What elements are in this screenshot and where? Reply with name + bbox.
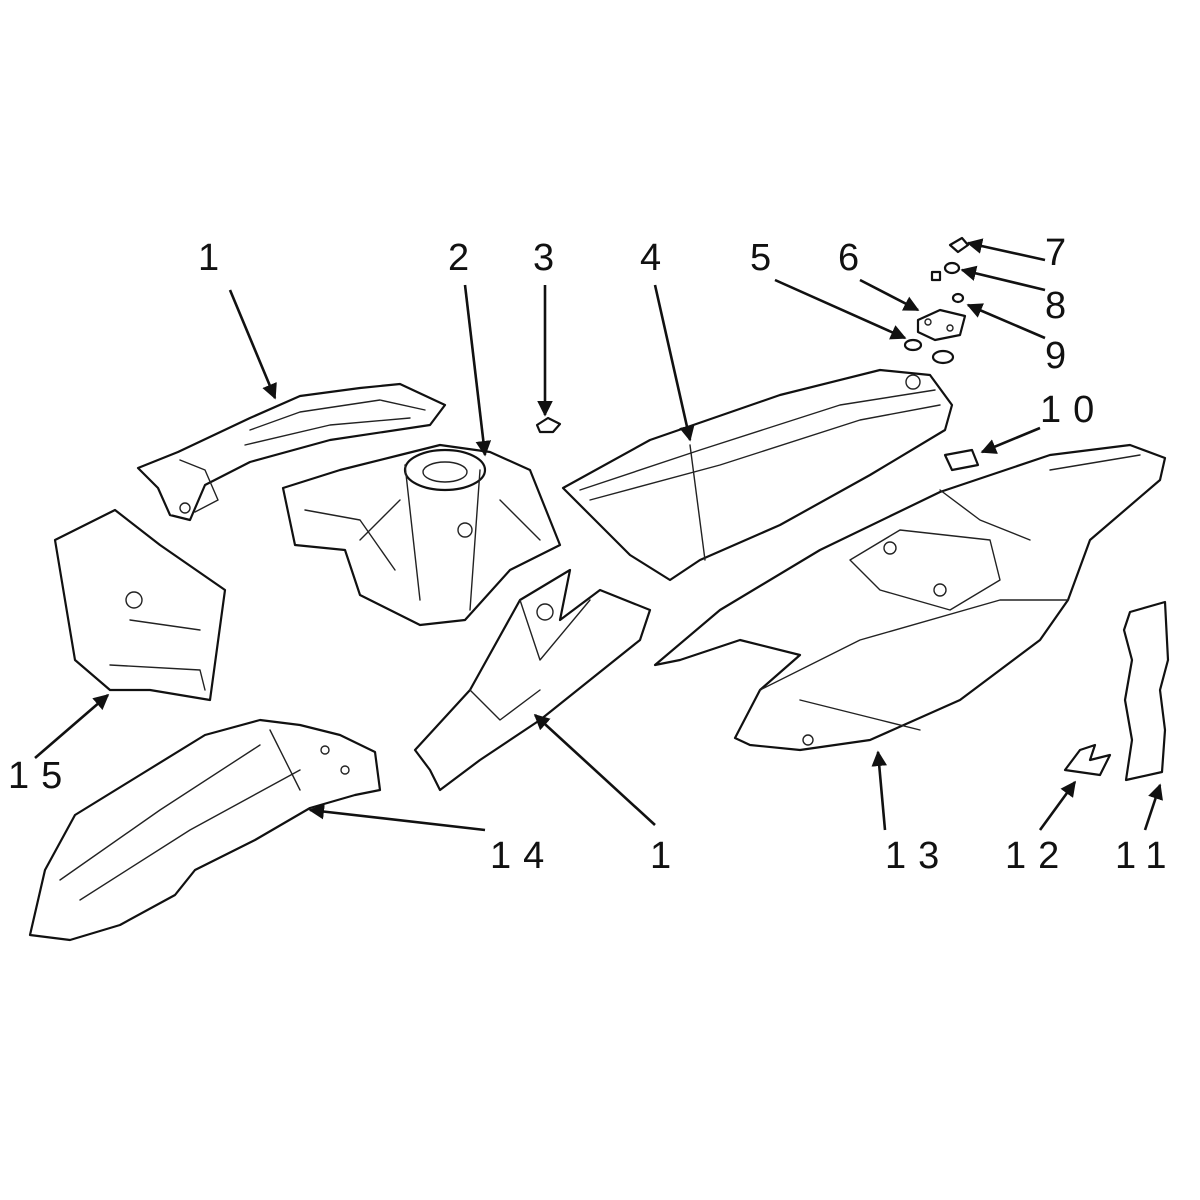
part-1-side-cover-upper <box>136 382 447 522</box>
leader-10 <box>980 426 1041 454</box>
callout-5: 5 <box>750 237 783 279</box>
part-14-front-fender <box>28 718 382 942</box>
part-3-clip <box>535 416 562 434</box>
callout-11: 11 <box>1115 835 1178 877</box>
leader-4 <box>653 284 695 442</box>
leader-5 <box>774 278 907 340</box>
part-5-washer <box>903 338 923 352</box>
part-13-rear-fender <box>653 443 1167 752</box>
part-6-plate <box>916 308 967 365</box>
callout-3: 3 <box>533 237 566 279</box>
part-9-screw <box>951 292 965 304</box>
callout-12: 12 <box>1005 835 1071 877</box>
callout-9: 9 <box>1045 335 1078 377</box>
leader-7 <box>966 238 1046 262</box>
callout-14: 14 <box>490 835 556 877</box>
leader-6 <box>859 278 920 312</box>
part-11-decal <box>1122 600 1170 782</box>
part-7-bolt <box>948 236 970 254</box>
leader-13 <box>871 750 888 831</box>
part-8-nut <box>930 261 961 282</box>
part-1-side-cover-lower <box>413 568 652 792</box>
callout-4: 4 <box>640 237 673 279</box>
leader-8 <box>960 265 1046 292</box>
callout-6: 6 <box>838 237 871 279</box>
callout-7: 7 <box>1045 232 1078 274</box>
leader-2 <box>463 284 492 457</box>
callout-10: 10 <box>1040 389 1106 431</box>
callout-8: 8 <box>1045 285 1078 327</box>
leader-1a <box>228 289 277 400</box>
callout-13: 13 <box>885 835 951 877</box>
callout-15: 15 <box>8 755 74 797</box>
leader-lines <box>34 238 1163 832</box>
leader-11 <box>1143 783 1163 831</box>
leader-15 <box>34 693 110 759</box>
callout-1a: 1 <box>198 237 231 279</box>
callout-2: 2 <box>448 237 481 279</box>
callout-labels: 1 2 3 4 5 6 7 8 9 10 11 12 13 14 1 15 <box>8 232 1178 877</box>
part-15-number-plate <box>53 508 227 702</box>
leader-12 <box>1038 780 1077 831</box>
part-4-seat <box>561 368 954 582</box>
leader-1b <box>533 713 656 826</box>
part-2-fuel-tank <box>281 443 562 627</box>
part-10-bracket <box>943 448 980 472</box>
leader-9 <box>966 303 1046 340</box>
part-12-emblem <box>1063 743 1112 777</box>
callout-1b: 1 <box>650 835 683 877</box>
leader-14 <box>308 803 486 832</box>
